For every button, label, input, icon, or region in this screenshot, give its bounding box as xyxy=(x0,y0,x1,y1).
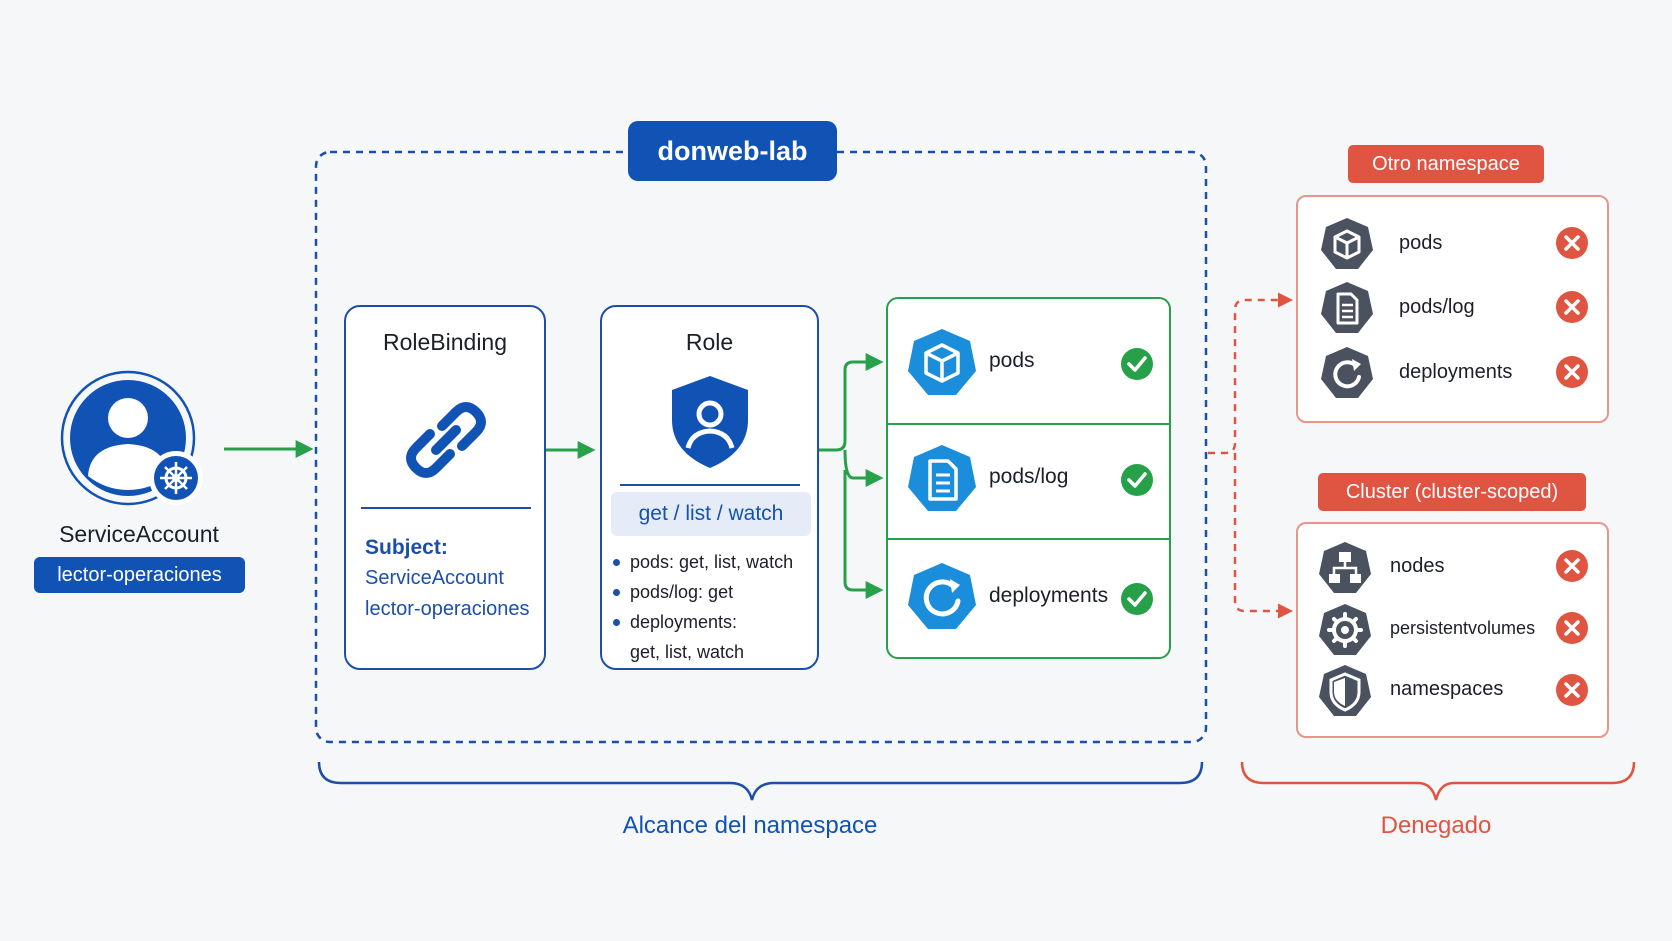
rule-item: pods/log: get xyxy=(610,577,793,607)
denied-resource-label: deployments xyxy=(1399,361,1513,383)
cube-icon xyxy=(1321,218,1373,269)
allowed-resources-box: pods pods/log deployments xyxy=(886,297,1171,659)
rolebinding-title: RoleBinding xyxy=(382,329,508,355)
other-namespace-tag: Otro namespace xyxy=(1348,145,1544,183)
rule-item-continuation: get, list, watch xyxy=(630,642,745,662)
check-icon xyxy=(1121,464,1153,496)
cross-icon xyxy=(1556,612,1588,644)
rolebinding-box: RoleBinding Subject: ServiceAccount lect… xyxy=(344,305,546,670)
denied-resource-label: namespaces xyxy=(1390,678,1504,700)
cluster-scoped-tag: Cluster (cluster-scoped) xyxy=(1318,473,1586,511)
refresh-icon xyxy=(1321,347,1373,398)
denied-brace xyxy=(1240,761,1636,801)
rule-item: pods: get, list, watch xyxy=(610,547,793,577)
cross-icon xyxy=(1556,291,1588,323)
denied-resource-label: persistentvolumes xyxy=(1390,618,1536,638)
rule-item: deployments: xyxy=(610,607,793,637)
role-box: Role get / list / watch pods: get, list,… xyxy=(600,305,819,670)
role-verbs: get / list / watch xyxy=(611,492,811,536)
service-account-name: lector-operaciones xyxy=(34,557,245,593)
arrow-role-to-deployments xyxy=(843,470,884,599)
cluster-scoped-box: nodes persistentvolumes namespaces xyxy=(1296,522,1609,738)
gear-icon xyxy=(1319,604,1371,655)
role-title: Role xyxy=(685,329,734,355)
arrow-role-to-podslog xyxy=(843,449,884,487)
check-icon xyxy=(1121,583,1153,615)
denied-label: Denegado xyxy=(1380,812,1492,839)
cross-icon xyxy=(1556,356,1588,388)
role-rules: pods: get, list, watch pods/log: get dep… xyxy=(610,547,793,667)
cross-icon xyxy=(1556,227,1588,259)
namespace-scope-brace xyxy=(317,761,1204,801)
document-icon xyxy=(908,445,976,511)
refresh-icon xyxy=(908,563,976,629)
namespace-label: donweb-lab xyxy=(628,121,837,181)
link-icon xyxy=(406,402,486,478)
shield-icon xyxy=(1319,665,1371,716)
cross-icon xyxy=(1556,550,1588,582)
subject-name: lector-operaciones xyxy=(365,598,530,620)
service-account-title: ServiceAccount xyxy=(59,521,219,547)
hierarchy-icon xyxy=(1319,542,1371,593)
document-icon xyxy=(1321,282,1373,333)
allowed-resource-label: pods xyxy=(989,349,1035,372)
cross-icon xyxy=(1556,674,1588,706)
shield-user-icon xyxy=(672,376,748,468)
subject-label: Subject: xyxy=(365,536,448,559)
arrow-role-to-resources xyxy=(819,353,884,452)
namespace-scope-label: Alcance del namespace xyxy=(622,812,878,839)
denied-resource-label: pods xyxy=(1399,232,1443,254)
denied-resource-label: pods/log xyxy=(1399,296,1475,318)
check-icon xyxy=(1121,348,1153,380)
denied-resource-label: nodes xyxy=(1390,555,1445,577)
allowed-resource-label: pods/log xyxy=(989,465,1069,488)
cube-icon xyxy=(908,329,976,395)
arrow-denied-other-namespace xyxy=(1208,292,1293,455)
subject-kind: ServiceAccount xyxy=(365,567,504,589)
service-account-icon xyxy=(60,370,203,506)
arrow-denied-cluster xyxy=(1233,453,1293,619)
other-namespace-box: pods pods/log deployments xyxy=(1296,195,1609,423)
allowed-resource-label: deployments xyxy=(989,584,1109,607)
